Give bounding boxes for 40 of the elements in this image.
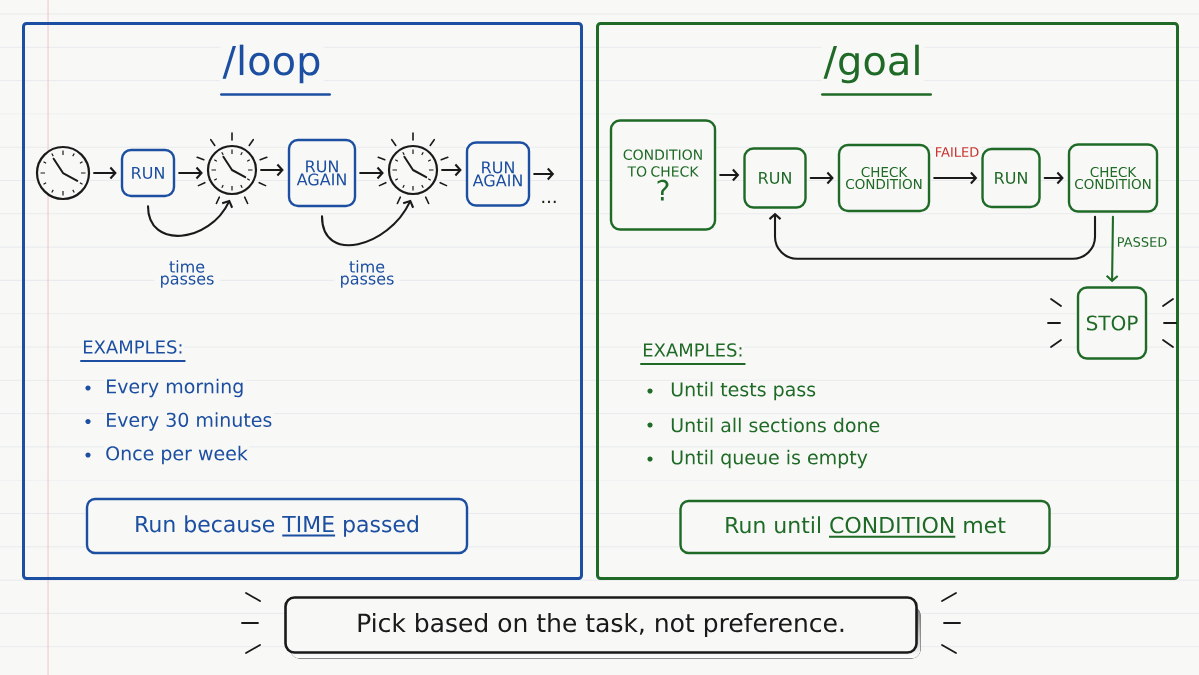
list-item: Until tests pass bbox=[669, 380, 818, 402]
process-box: RUN bbox=[981, 147, 1041, 209]
arrow bbox=[1043, 171, 1064, 185]
process-box: CHECK CONDITION bbox=[1067, 143, 1159, 213]
stop-box: STOP bbox=[1076, 286, 1148, 360]
curved-arrow bbox=[146, 199, 234, 237]
arrow bbox=[260, 163, 284, 177]
process-box: RUN bbox=[743, 147, 807, 209]
edge-label: time passes bbox=[334, 258, 400, 290]
arrow bbox=[533, 167, 555, 181]
list-item: Every morning bbox=[104, 377, 246, 399]
process-box: RUN AGAIN bbox=[287, 138, 357, 208]
clock-icon bbox=[377, 132, 449, 205]
section-heading: EXAMPLES: bbox=[80, 339, 186, 362]
arrow bbox=[441, 163, 462, 177]
arrow bbox=[178, 166, 203, 180]
panel-heading: /goal bbox=[821, 42, 932, 96]
arrow bbox=[933, 171, 978, 185]
arrow bbox=[93, 166, 117, 180]
panel-heading: /loop bbox=[220, 42, 331, 96]
section-heading: EXAMPLES: bbox=[640, 342, 746, 365]
arrow bbox=[1105, 215, 1119, 283]
summary-box: Run until CONDITION met bbox=[679, 499, 1051, 555]
list-item: Until queue is empty bbox=[669, 448, 869, 470]
loop-arrow bbox=[768, 212, 1097, 260]
takeaway-banner: Pick based on the task, not preference. bbox=[284, 596, 921, 659]
clock-icon bbox=[196, 132, 268, 205]
process-box: CONDITION TO CHECK ? bbox=[609, 119, 717, 231]
arrow bbox=[359, 166, 384, 180]
process-box: RUN bbox=[120, 148, 176, 198]
list-item: Once per week bbox=[104, 444, 249, 466]
process-box: CHECK CONDITION bbox=[837, 143, 931, 213]
list-item: Every 30 minutes bbox=[104, 411, 274, 432]
edge-label: time passes bbox=[154, 258, 220, 290]
process-box: RUN AGAIN bbox=[465, 141, 531, 207]
clock-icon bbox=[35, 145, 91, 201]
arrow bbox=[719, 168, 740, 182]
curved-arrow bbox=[320, 199, 415, 247]
summary-box: Run because TIME passed bbox=[85, 497, 469, 555]
arrow bbox=[809, 171, 834, 185]
